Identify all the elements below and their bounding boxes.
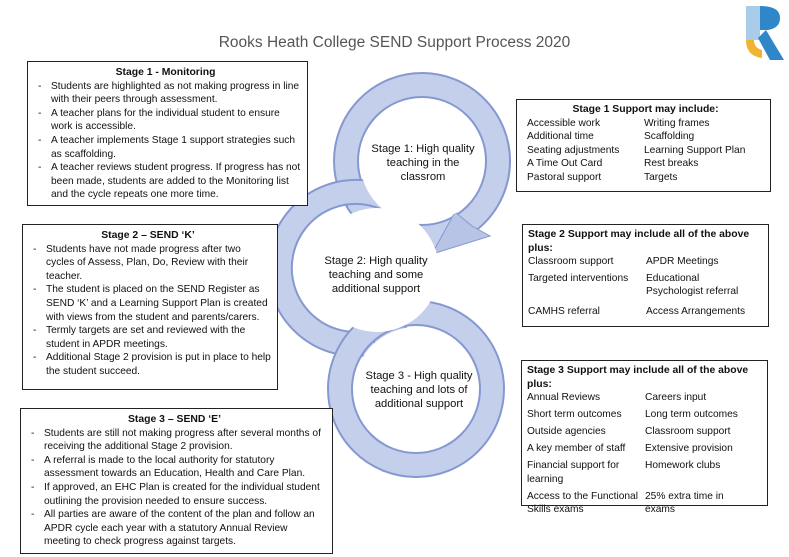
support-item: Accessible work — [527, 117, 601, 129]
list-item: Students are still not making progress a… — [23, 427, 326, 454]
support-item: Annual Reviews — [527, 392, 601, 404]
support-item: A Time Out Card — [527, 158, 603, 170]
stage2-send-k-box: Stage 2 – SEND ‘K’ Students have not mad… — [22, 224, 278, 390]
list-item: A referral is made to the local authorit… — [23, 454, 326, 481]
support-item: APDR Meetings — [646, 256, 719, 268]
support-item: Rest breaks — [644, 158, 699, 170]
support-item: Homework clubs — [645, 460, 721, 472]
support-item: Classroom support — [645, 426, 731, 438]
support-item: Targeted interventions — [528, 272, 629, 284]
stage3-cycle-label: Stage 3 - High quality teaching and lots… — [365, 370, 473, 410]
support3-heading: Stage 3 Support may include all of the a… — [527, 365, 749, 390]
stage2-heading: Stage 2 – SEND ‘K’ — [101, 230, 195, 241]
support-item: Learning Support Plan — [644, 144, 746, 156]
support-item: Seating adjustments — [527, 144, 620, 156]
support2-heading: Stage 2 Support may include all of the a… — [528, 229, 750, 254]
support-item: A key member of staff — [527, 443, 626, 455]
support-item: Long term outcomes — [645, 409, 738, 421]
support-item: Access to the Functional Skills exams — [527, 490, 638, 516]
list-item: A teacher plans for the individual stude… — [30, 107, 301, 134]
support-item: Short term outcomes — [527, 409, 622, 421]
list-item: All parties are aware of the content of … — [23, 508, 326, 549]
list-item: Students have not made progress after tw… — [25, 243, 271, 284]
stage2-cycle-label: Stage 2: High quality teaching and some … — [324, 255, 428, 295]
page-title: Rooks Heath College SEND Support Process… — [218, 34, 571, 51]
support-item: CAMHS referral — [528, 305, 600, 317]
stage1-heading: Stage 1 - Monitoring — [115, 67, 216, 78]
support-item: Classroom support — [528, 256, 614, 268]
stage1-support-box: Stage 1 Support may include: Accessible … — [516, 99, 771, 192]
stage3-heading: Stage 3 – SEND ‘E’ — [128, 414, 221, 425]
support-item: Writing frames — [644, 117, 710, 129]
support-item: Extensive provision — [645, 443, 733, 455]
stage2-support-box: Stage 2 Support may include all of the a… — [522, 224, 769, 327]
support-item: Targets — [644, 171, 678, 183]
support-item: Pastoral support — [527, 171, 602, 183]
support-item: 25% extra time in exams — [645, 490, 724, 516]
support-item: Careers input — [645, 392, 707, 404]
support-item: Access Arrangements — [646, 305, 746, 317]
stage1-cycle-label: Stage 1: High quality teaching in the cl… — [371, 143, 475, 183]
list-item: A teacher reviews student progress. If p… — [30, 161, 301, 202]
list-item: A teacher implements Stage 1 support str… — [30, 134, 301, 161]
support-item: Scaffolding — [644, 131, 695, 143]
list-item: Termly targets are set and reviewed with… — [25, 324, 271, 351]
support-item: Financial support for learning — [527, 460, 620, 485]
support-item: Educational Psychologist referral — [646, 272, 739, 298]
stage1-monitoring-box: Stage 1 - Monitoring Students are highli… — [27, 61, 308, 206]
college-logo — [746, 6, 784, 60]
support1-heading: Stage 1 Support may include: — [572, 104, 719, 115]
stage3-support-box: Stage 3 Support may include all of the a… — [521, 360, 768, 515]
stage3-send-e-box: Stage 3 – SEND ‘E’ Students are still no… — [20, 408, 333, 554]
support-item: Outside agencies — [527, 426, 606, 438]
support-item: Additional time — [527, 131, 594, 143]
list-item: Additional Stage 2 provision is put in p… — [25, 351, 271, 378]
list-item: Students are highlighted as not making p… — [30, 80, 301, 107]
list-item: If approved, an EHC Plan is created for … — [23, 481, 326, 508]
list-item: The student is placed on the SEND Regist… — [25, 283, 271, 324]
